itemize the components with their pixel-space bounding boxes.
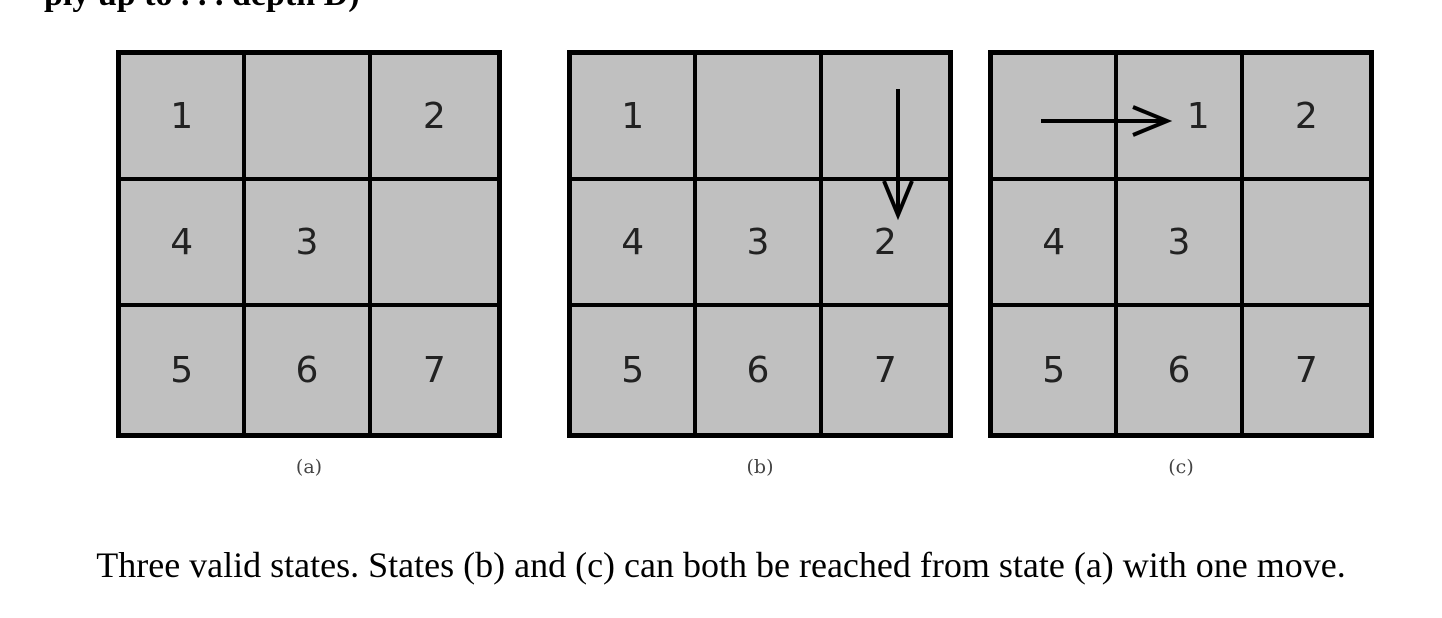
- grid-cell: 4: [121, 181, 247, 307]
- puzzle-grid-b: 1 4 3 2 5 6 7: [567, 50, 953, 438]
- grid-cell: 3: [246, 181, 372, 307]
- figure-caption: Three valid states. States (b) and (c) c…: [96, 545, 1346, 585]
- grid-cell: 4: [993, 181, 1119, 307]
- grid-cell: [371, 181, 497, 307]
- grid-cell: 4: [572, 181, 698, 307]
- grid-cell: 2: [1243, 55, 1369, 181]
- grid-cell: [993, 55, 1119, 181]
- grid-cell: 2: [371, 55, 497, 181]
- panel-label-b: (b): [746, 456, 774, 478]
- grid-cell: 1: [1118, 55, 1244, 181]
- grid-cell: 5: [572, 307, 698, 433]
- panel-c: 1 2 4 3 5 6 7 (c): [988, 50, 1376, 478]
- grid-cell: 5: [993, 307, 1119, 433]
- grid-cell: 7: [371, 307, 497, 433]
- grid-cell: 1: [572, 55, 698, 181]
- puzzle-grid-a: 1 2 4 3 5 6 7: [116, 50, 502, 438]
- grid-cell: [246, 55, 372, 181]
- grid-cell: 3: [697, 181, 823, 307]
- grid-cell: 1: [121, 55, 247, 181]
- grid-cell: 7: [822, 307, 948, 433]
- grid-cell: 5: [121, 307, 247, 433]
- grid-cell: 6: [1118, 307, 1244, 433]
- grid-cell: 6: [246, 307, 372, 433]
- panel-a: 1 2 4 3 5 6 7 (a): [116, 50, 504, 478]
- grid-cell: [697, 55, 823, 181]
- grid-cell: [822, 55, 948, 181]
- cutoff-text: ply up to . . . depth D): [44, 0, 764, 12]
- panel-b: 1 4 3 2 5 6 7 (b): [567, 50, 955, 478]
- grid-cell: 6: [697, 307, 823, 433]
- grid-cell: 2: [822, 181, 948, 307]
- grid-cell: 7: [1243, 307, 1369, 433]
- puzzle-grid-c: 1 2 4 3 5 6 7: [988, 50, 1374, 438]
- grid-cell: [1243, 181, 1369, 307]
- grid-cell: 3: [1118, 181, 1244, 307]
- panel-label-c: (c): [1168, 456, 1194, 478]
- panel-label-a: (a): [295, 456, 323, 478]
